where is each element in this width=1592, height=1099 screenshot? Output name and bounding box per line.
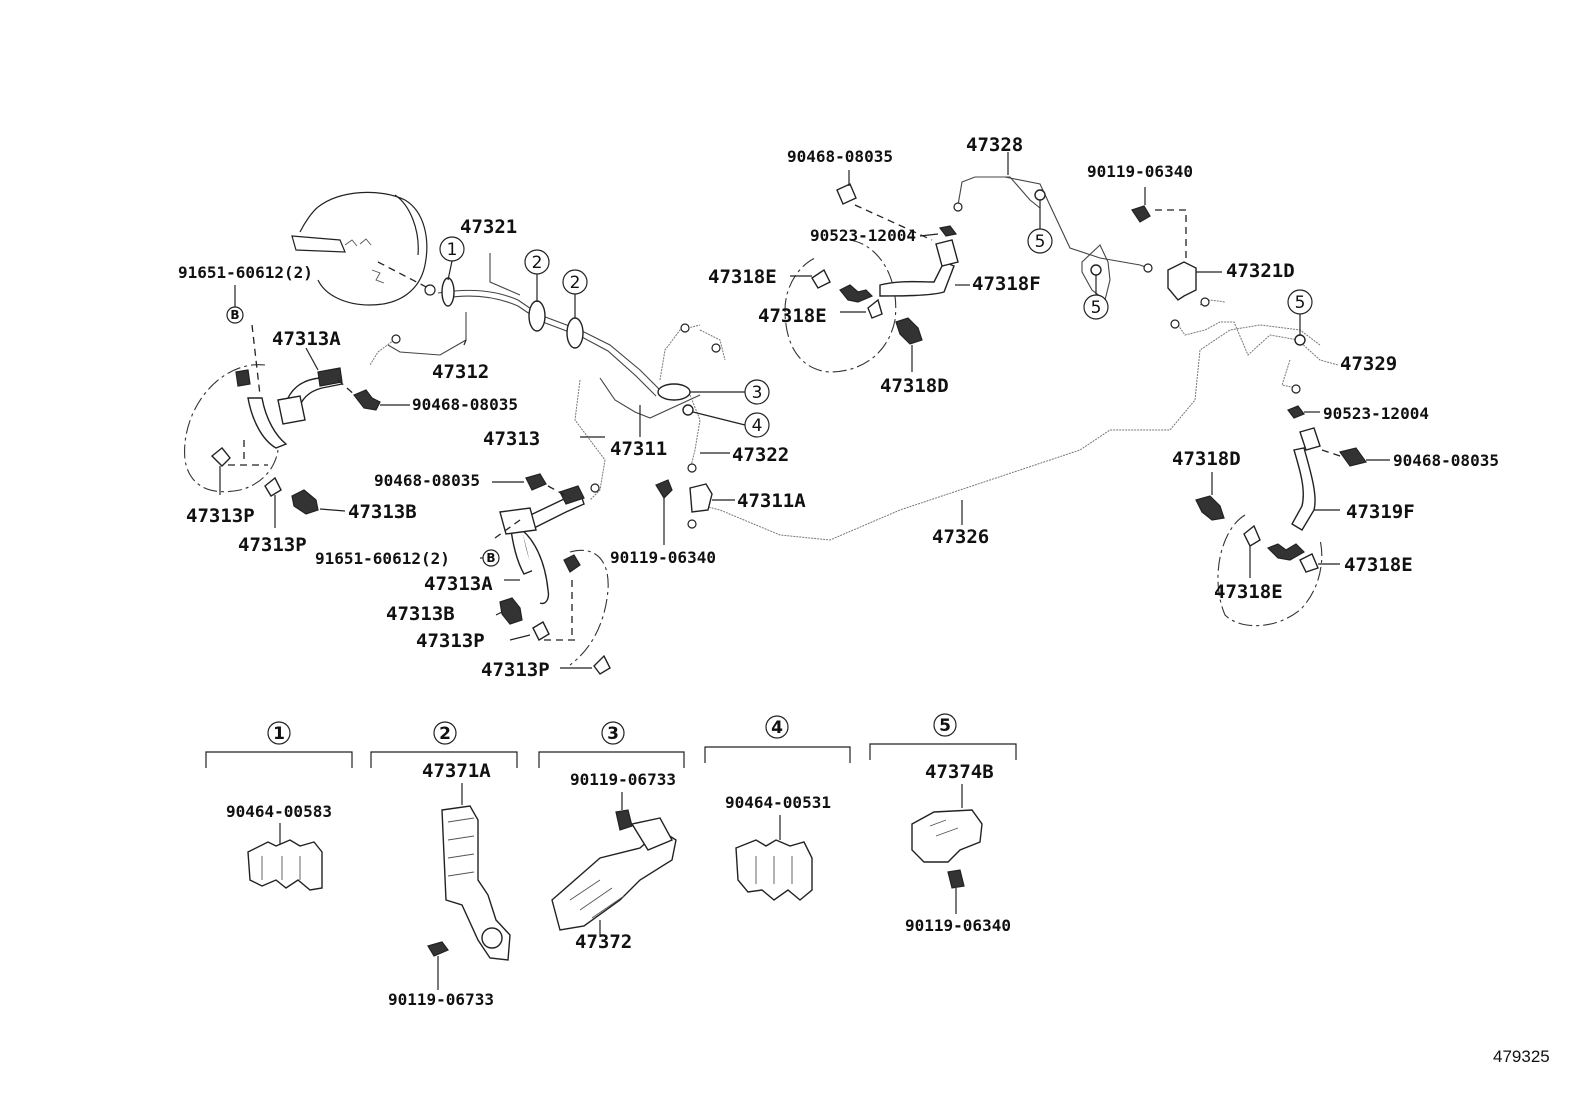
label-47318D-b: 47318D: [1172, 448, 1241, 470]
group-1-part-1: 90464-00583: [226, 802, 332, 821]
callout-5b: 5: [1083, 275, 1109, 320]
callout-2b-text: 2: [570, 273, 581, 293]
clamp-1-marker: [441, 277, 455, 307]
rear-left-hose-assembly: [784, 170, 970, 373]
label-90468-a: 90468-08035: [412, 395, 518, 414]
front-right-hose-assembly: [480, 473, 611, 675]
front-brake-pipes: [369, 253, 1321, 541]
group-1-number: 1: [273, 724, 285, 744]
front-left-hose-assembly: [184, 324, 410, 528]
callout-2a: 2: [524, 249, 550, 302]
label-47318F: 47318F: [972, 273, 1041, 295]
callout-5c: 5: [1287, 289, 1313, 335]
label-47313P-c: 47313P: [416, 630, 485, 652]
figure-id: 479325: [1493, 1047, 1550, 1066]
label-47313B-a: 47313B: [348, 501, 417, 523]
group-4-bracket: 4 90464-00531: [704, 715, 851, 901]
callout-4: 4: [692, 411, 770, 438]
label-47318E-d: 47318E: [1214, 581, 1283, 603]
b-marker-a: B: [226, 285, 244, 324]
b-marker-b-text: B: [486, 551, 495, 565]
label-47321D: 47321D: [1226, 260, 1295, 282]
group-1-bracket: 1 90464-00583: [205, 721, 353, 891]
callout-1-text: 1: [447, 240, 458, 260]
label-47313B-b: 47313B: [386, 603, 455, 625]
group-3-bracket: 3 90119-06733 47372: [538, 721, 685, 953]
clamp-2b-marker: [566, 317, 584, 349]
label-90523-b: 90523-12004: [1323, 404, 1429, 423]
callout-2b: 2: [562, 269, 588, 318]
label-90119-a: 90119-06340: [610, 548, 716, 567]
label-47326: 47326: [932, 526, 989, 548]
group-5-bracket: 5 47374B 90119-06340: [869, 713, 1017, 935]
group-5-part-1: 47374B: [925, 761, 994, 783]
label-47318E-c: 47318E: [1344, 554, 1413, 576]
group-2-part-2: 90119-06733: [388, 990, 494, 1009]
label-47313A-b: 47313A: [424, 573, 493, 595]
label-90468-c: 90468-08035: [787, 147, 893, 166]
group-2-bracket: 2 47371A 90119-06733: [370, 721, 518, 1009]
callout-5a: 5: [1027, 200, 1053, 254]
group-2-part-1: 47371A: [422, 760, 491, 782]
clamp-4-marker: [682, 404, 694, 416]
label-47319F: 47319F: [1346, 501, 1415, 523]
group-3-part-2: 47372: [575, 931, 632, 953]
label-47313P-a: 47313P: [186, 505, 255, 527]
callout-2a-text: 2: [532, 253, 543, 273]
callout-3: 3: [690, 379, 770, 405]
label-47313P-d: 47313P: [481, 659, 550, 681]
label-47313: 47313: [483, 428, 540, 450]
callout-5c-text: 5: [1295, 293, 1306, 313]
rear-right-hose-assembly: [1195, 405, 1390, 627]
leader-47312: [463, 339, 467, 346]
callout-5a-text: 5: [1035, 232, 1046, 252]
callout-1: 1: [439, 236, 465, 281]
label-90119-b: 90119-06340: [1087, 162, 1193, 181]
bracket-47321D-assembly: [1131, 187, 1222, 301]
group-5-number: 5: [939, 716, 951, 736]
label-90468-b: 90468-08035: [374, 471, 480, 490]
clamp-3-marker: [657, 383, 691, 401]
label-90523-a: 90523-12004: [810, 226, 916, 245]
b-marker-b: B: [482, 549, 500, 567]
callout-5b-text: 5: [1091, 298, 1102, 318]
label-47318E-a: 47318E: [708, 266, 777, 288]
label-47311: 47311: [610, 438, 667, 460]
clamp-2a-marker: [528, 300, 546, 332]
label-47321: 47321: [460, 216, 517, 238]
label-90468-d: 90468-08035: [1393, 451, 1499, 470]
label-47312: 47312: [432, 361, 489, 383]
label-91651-a: 91651-60612(2): [178, 263, 313, 282]
callout-4-text: 4: [752, 416, 763, 436]
group-2-number: 2: [439, 724, 451, 744]
fitting-47311A-assembly: [655, 479, 735, 545]
label-47328: 47328: [966, 134, 1023, 156]
brake-booster-illustration: [291, 191, 433, 306]
label-47318E-b: 47318E: [758, 305, 827, 327]
group-4-part-1: 90464-00531: [725, 793, 831, 812]
group-3-part-1: 90119-06733: [570, 770, 676, 789]
group-5-part-2: 90119-06340: [905, 916, 1011, 935]
label-91651-b: 91651-60612(2): [315, 549, 450, 568]
b-marker-a-text: B: [230, 308, 239, 322]
callout-3-text: 3: [752, 383, 763, 403]
label-47313P-b: 47313P: [238, 534, 307, 556]
label-47318D-a: 47318D: [880, 375, 949, 397]
label-47311A: 47311A: [737, 490, 806, 512]
group-3-number: 3: [607, 724, 619, 744]
label-47329: 47329: [1340, 353, 1397, 375]
group-4-number: 4: [771, 718, 783, 738]
label-47322: 47322: [732, 444, 789, 466]
label-47313A-a: 47313A: [272, 328, 341, 350]
